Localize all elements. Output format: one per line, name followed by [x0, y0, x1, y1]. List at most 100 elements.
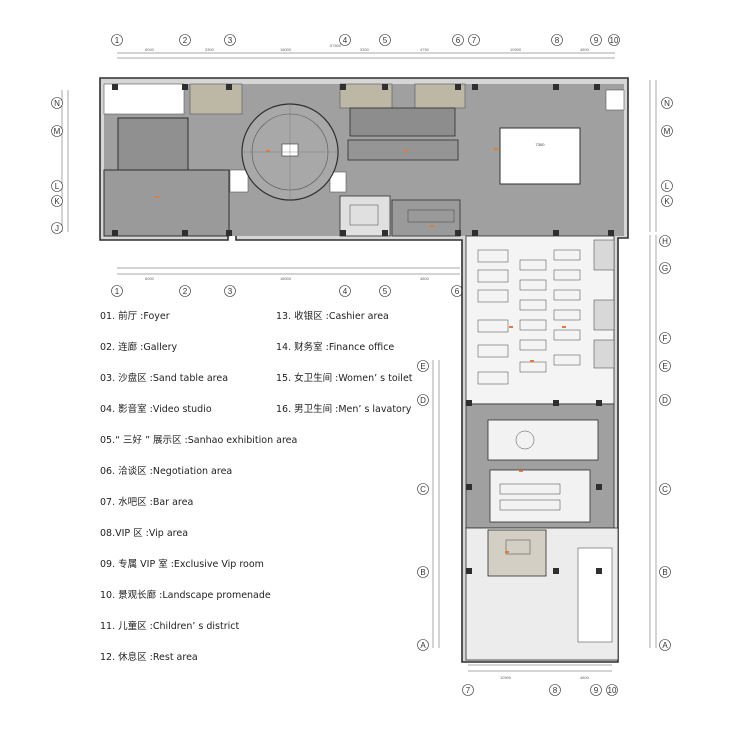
legend-item-finance: 14. 财务室 :Finance office: [276, 342, 395, 353]
svg-text:3300: 3300: [360, 47, 370, 52]
svg-text:6000: 6000: [145, 47, 155, 52]
grid-labels-left-upper: N M L K J: [54, 99, 61, 233]
svg-text:K: K: [54, 197, 60, 206]
legend-item-exclusive-vip: 09. 专属 VIP 室 :Exclusive Vip room: [100, 559, 264, 570]
furniture: [349, 204, 581, 555]
legend-item-cashier: 13. 收银区 :Cashier area: [276, 311, 389, 322]
columns: [112, 84, 614, 574]
svg-text:1: 1: [115, 287, 120, 296]
svg-text:10900: 10900: [510, 47, 522, 52]
north-wing-floor: 7300: [103, 83, 625, 237]
dimension-lines: [61, 52, 657, 672]
svg-text:5: 5: [383, 36, 388, 45]
svg-text:6000: 6000: [145, 276, 155, 281]
accent-markers: [155, 148, 566, 553]
landscape-strip-1: [189, 83, 243, 115]
svg-text:B: B: [420, 568, 425, 577]
svg-text:10: 10: [608, 686, 617, 695]
svg-text:E: E: [420, 362, 425, 371]
grid-labels-bottom-right: 7 8 9 10: [466, 686, 617, 695]
legend-item-negotiation: 06. 洽谈区 :Negotiation area: [100, 466, 233, 477]
grid-bubbles-top: [111, 34, 620, 46]
grid-bubbles-right-lower: [659, 235, 671, 651]
room-legend: 01. 前厅 :Foyer 02. 连廊 :Gallery 03. 沙盘区 :S…: [100, 308, 440, 668]
svg-text:1: 1: [115, 36, 120, 45]
svg-text:K: K: [664, 197, 670, 206]
legend-item-children: 11. 儿童区 :Children’ s district: [100, 621, 240, 632]
svg-text:H: H: [662, 237, 668, 246]
svg-text:18000: 18000: [280, 47, 292, 52]
svg-text:J: J: [55, 224, 59, 233]
svg-text:4800: 4800: [580, 675, 590, 680]
svg-text:8: 8: [555, 36, 560, 45]
svg-text:A: A: [662, 641, 668, 650]
svg-text:F: F: [663, 334, 668, 343]
south-wing-floor: [465, 235, 619, 661]
rotunda: [241, 103, 339, 201]
grid-bubbles-bottom-left: [111, 285, 463, 297]
svg-text:57800: 57800: [330, 43, 342, 48]
legend-item-video-studio: 04. 影音室 :Video studio: [100, 404, 212, 415]
center-room-value: 7300: [536, 142, 546, 147]
stair-core-south: [577, 547, 613, 643]
svg-text:N: N: [54, 99, 60, 108]
grid-labels-right-upper: N M L K: [664, 99, 671, 206]
grid-bubbles-left-upper: [51, 97, 63, 234]
svg-text:N: N: [664, 99, 670, 108]
svg-text:D: D: [662, 396, 668, 405]
svg-text:C: C: [662, 485, 668, 494]
svg-text:M: M: [664, 127, 671, 136]
legend-item-womens-toilet: 15. 女卫生间 :Women’ s toilet: [276, 373, 413, 384]
svg-text:18000: 18000: [280, 276, 292, 281]
grid-bubbles-right-upper: [661, 97, 673, 207]
grid-labels-left-lower: E D C B A: [420, 362, 426, 650]
svg-text:B: B: [662, 568, 667, 577]
vip-room-north: [339, 195, 391, 237]
svg-text:3: 3: [228, 287, 233, 296]
svg-text:L: L: [55, 182, 60, 191]
svg-text:7: 7: [472, 36, 477, 45]
grid-bubbles-left-lower: [417, 360, 429, 651]
svg-text:C: C: [420, 485, 426, 494]
center-room: [499, 127, 581, 185]
grid-bubbles-bottom-right: [462, 684, 618, 696]
svg-text:A: A: [420, 641, 426, 650]
svg-text:4800: 4800: [420, 276, 430, 281]
svg-text:E: E: [662, 362, 667, 371]
legend-item-foyer: 01. 前厅 :Foyer: [100, 311, 170, 322]
svg-text:6: 6: [456, 36, 461, 45]
grid-labels-right-lower: H G F E D C B A: [662, 237, 668, 650]
legend-item-mens-lavatory: 16. 男卫生间 :Men’ s lavatory: [276, 404, 412, 415]
svg-text:3: 3: [228, 36, 233, 45]
dimension-text: 6000 3300 18000 3300 4750 10900 4800 578…: [145, 43, 590, 680]
svg-text:10: 10: [610, 36, 619, 45]
svg-text:10900: 10900: [500, 675, 512, 680]
legend-item-bar: 07. 水吧区 :Bar area: [100, 497, 194, 508]
legend-item-sanhao: 05.“ 三好 ” 展示区 :Sanhao exhibition area: [100, 435, 298, 446]
svg-text:3300: 3300: [205, 47, 215, 52]
svg-text:D: D: [420, 396, 426, 405]
legend-item-gallery: 02. 连廊 :Gallery: [100, 342, 178, 353]
legend-item-vip: 08.VIP 区 :Vip area: [100, 528, 189, 539]
legend-item-sand-table: 03. 沙盘区 :Sand table area: [100, 373, 229, 384]
legend-item-landscape: 10. 景观长廊 :Landscape promenade: [100, 590, 271, 601]
svg-text:L: L: [665, 182, 670, 191]
svg-text:9: 9: [594, 36, 599, 45]
svg-text:9: 9: [594, 686, 599, 695]
grid-labels-bottom-left: 1 2 3 4 5 6: [115, 287, 460, 296]
svg-text:2: 2: [183, 287, 188, 296]
svg-text:G: G: [662, 264, 668, 273]
svg-text:4750: 4750: [420, 47, 430, 52]
svg-text:M: M: [54, 127, 61, 136]
svg-text:4800: 4800: [580, 47, 590, 52]
svg-text:8: 8: [553, 686, 558, 695]
svg-text:4: 4: [343, 287, 348, 296]
svg-text:7: 7: [466, 686, 471, 695]
grid-labels-top: 1 2 3 4 5 6 7 8 9 10: [115, 36, 619, 45]
svg-text:2: 2: [183, 36, 188, 45]
legend-item-rest: 12. 休息区 :Rest area: [100, 652, 198, 663]
svg-text:6: 6: [455, 287, 460, 296]
svg-text:5: 5: [383, 287, 388, 296]
svg-text:4: 4: [343, 36, 348, 45]
